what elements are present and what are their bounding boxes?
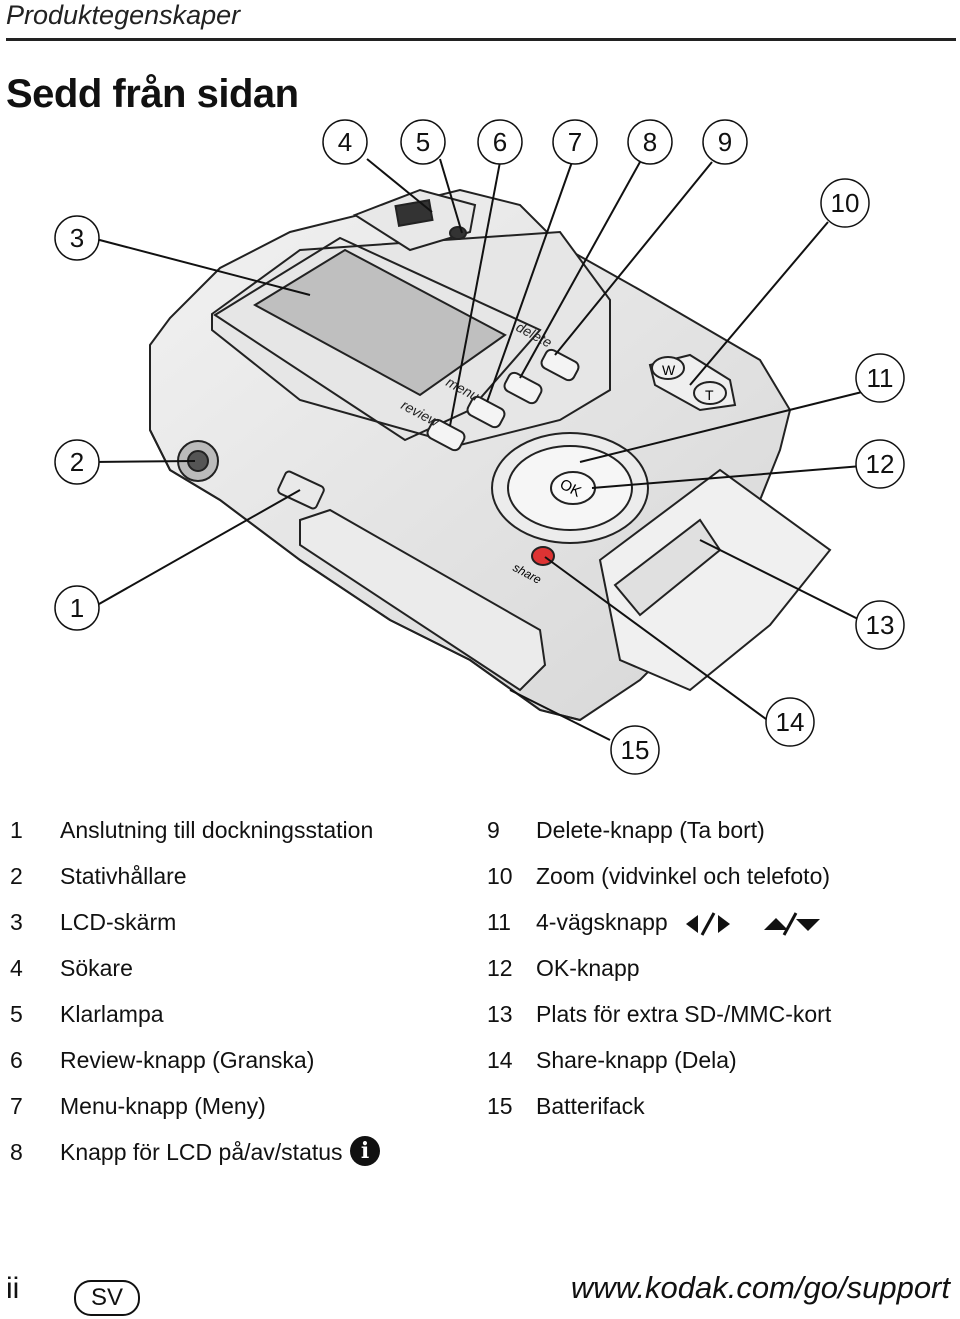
- svg-text:6: 6: [493, 127, 507, 157]
- callout-6: 6: [477, 119, 523, 165]
- svg-text:9: 9: [718, 127, 732, 157]
- svg-text:5: 5: [416, 127, 430, 157]
- callout-4: 4: [322, 119, 368, 165]
- svg-text:3: 3: [70, 223, 84, 253]
- svg-text:8: 8: [643, 127, 657, 157]
- tripod-socket: [177, 440, 219, 482]
- sd-card-door: [598, 468, 832, 692]
- battery-door: [299, 508, 547, 692]
- callout-5: 5: [400, 119, 446, 165]
- page-number: ii: [6, 1272, 20, 1305]
- callout-3: 3: [54, 215, 100, 261]
- callout-10: 10: [820, 178, 870, 228]
- callout-1: 1: [54, 585, 100, 631]
- zoom-t-label: T: [705, 387, 714, 403]
- callout-8: 8: [627, 119, 673, 165]
- svg-text:2: 2: [70, 447, 84, 477]
- svg-text:13: 13: [866, 610, 895, 640]
- side-buttons: [426, 348, 580, 452]
- section-title: Sedd från sidan: [6, 72, 299, 116]
- language-badge: SV: [74, 1280, 140, 1316]
- callout-2: 2: [54, 439, 100, 485]
- svg-text:7: 7: [568, 127, 582, 157]
- four-way-arrows-icon: [686, 912, 821, 936]
- svg-text:11: 11: [867, 363, 894, 393]
- dock-connector: [277, 470, 325, 510]
- camera-illustration: review menu delete W T OK share: [54, 119, 905, 775]
- svg-text:15: 15: [621, 735, 650, 765]
- svg-text:1: 1: [70, 593, 84, 623]
- callout-14: 14: [765, 697, 815, 747]
- running-header: Produktegenskaper: [6, 0, 241, 30]
- callout-12: 12: [855, 439, 905, 489]
- four-way-controller: [491, 432, 649, 544]
- callout-11: 11: [855, 353, 905, 403]
- callout-15: 15: [610, 725, 660, 775]
- zoom-w-label: W: [662, 362, 676, 378]
- lcd-screen: [213, 236, 542, 442]
- support-url: www.kodak.com/go/support: [570, 1270, 950, 1305]
- info-icon: i: [350, 1136, 380, 1166]
- svg-text:14: 14: [776, 707, 805, 737]
- callouts: 3 2 1 4 5 6 7 8 9 10 11 12 13 14 15: [54, 119, 905, 775]
- svg-text:10: 10: [831, 188, 860, 218]
- callout-13: 13: [855, 600, 905, 650]
- callout-9: 9: [702, 119, 748, 165]
- svg-text:4: 4: [338, 127, 352, 157]
- header-rule: [6, 38, 956, 41]
- callout-lines: [91, 158, 863, 741]
- svg-text:12: 12: [866, 449, 895, 479]
- callout-7: 7: [552, 119, 598, 165]
